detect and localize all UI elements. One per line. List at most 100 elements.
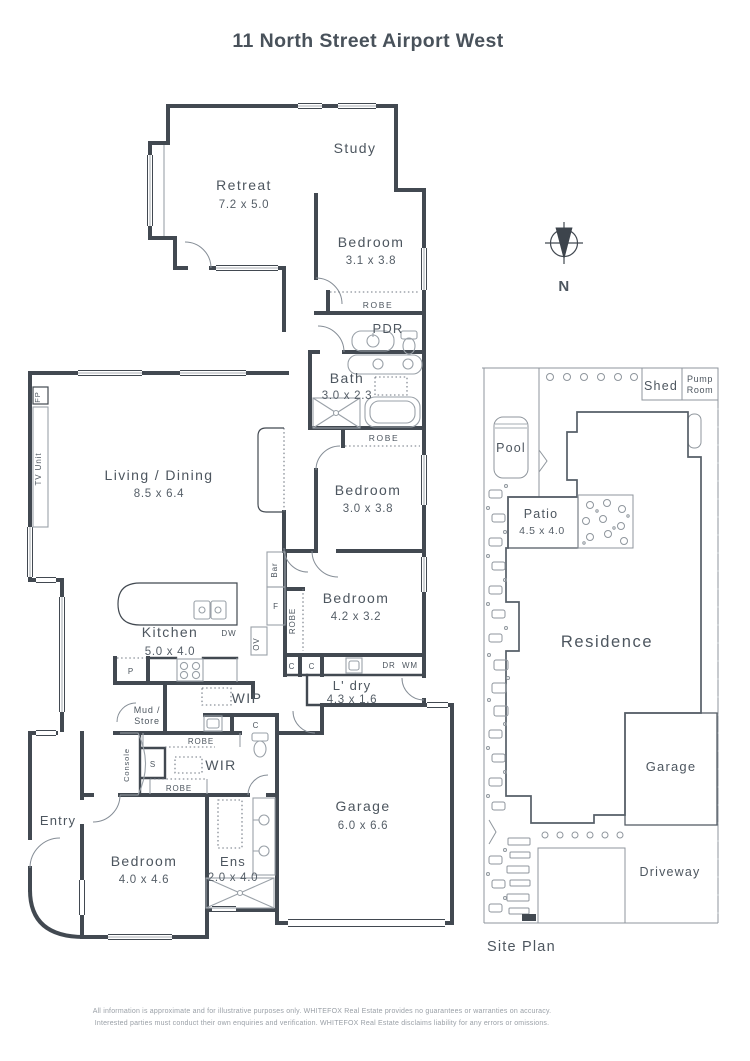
pump-room-outline: [681, 367, 719, 401]
site-plan-caption: Site Plan: [487, 939, 556, 955]
pool-fence: [538, 368, 548, 497]
dims-bedroom4: 4.0 x 4.6: [119, 874, 169, 886]
label-pantry: P: [128, 667, 134, 676]
label-pump-room-2: Room: [687, 385, 713, 395]
label-pool: Pool: [496, 441, 526, 455]
compass-north-label: N: [558, 278, 569, 295]
cooktop: [176, 658, 204, 682]
label-console: Console: [122, 748, 131, 782]
kitchen-sink: [193, 600, 227, 620]
dims-bedroom1: 3.1 x 3.8: [346, 255, 396, 267]
patio-outline: [507, 496, 579, 549]
label-bedroom2: Bedroom: [335, 482, 402, 498]
disclaimer-line-2: Interested parties must conduct their ow…: [94, 1019, 550, 1027]
dims-retreat: 7.2 x 5.0: [219, 199, 269, 211]
floorplan-labels: Study Retreat 7.2 x 5.0 Bedroom 3.1 x 3.…: [33, 140, 417, 886]
label-robe-bed3: ROBE: [288, 608, 297, 634]
window: [59, 597, 65, 712]
label-site-garage: Garage: [646, 759, 697, 774]
disclaimer: All information is approximate and for i…: [93, 1006, 552, 1029]
label-sink: S: [150, 760, 156, 769]
dims-laundry: 4.3 x 1.6: [327, 694, 377, 706]
window: [298, 103, 322, 109]
label-bar: Bar: [270, 562, 279, 577]
window: [427, 702, 448, 708]
label-study: Study: [334, 140, 377, 156]
label-robe-bed1: ROBE: [363, 300, 394, 310]
label-oven: OV: [252, 637, 261, 650]
dims-patio: 4.5 x 4.0: [519, 525, 565, 537]
bath-vanity: [347, 354, 423, 375]
shower: [312, 397, 361, 429]
fixtures: [32, 145, 423, 909]
robe-dotted-lines: [117, 291, 420, 849]
label-bedroom1: Bedroom: [338, 234, 405, 250]
washing-machine: [345, 657, 363, 674]
pdr-vanity: [351, 330, 395, 352]
dims-garage: 6.0 x 6.6: [338, 820, 388, 832]
window: [36, 730, 56, 736]
label-bath: Bath: [330, 370, 364, 386]
label-bedroom3: Bedroom: [323, 590, 390, 606]
bathtub: [364, 396, 421, 428]
pool-outline: [493, 416, 529, 479]
label-cupboard-3: C: [253, 721, 260, 730]
window: [212, 906, 236, 912]
label-tv-unit: TV Unit: [34, 453, 43, 486]
dims-living-dining: 8.5 x 6.4: [134, 488, 184, 500]
dims-kitchen: 5.0 x 4.0: [145, 646, 195, 658]
garage-door: [288, 919, 445, 927]
pebble-area: [577, 494, 634, 549]
dims-bedroom2: 3.0 x 3.8: [343, 503, 393, 515]
laundry-trough: [203, 715, 223, 732]
label-robe-wir-bottom: ROBE: [166, 784, 192, 793]
window: [79, 880, 85, 915]
label-dryer: DR: [382, 661, 395, 670]
dims-bedroom3: 4.2 x 3.2: [331, 611, 381, 623]
site-garage-outline: [624, 712, 718, 826]
label-kitchen: Kitchen: [142, 624, 199, 640]
label-mud-line1: Mud /: [134, 705, 161, 715]
label-shed: Shed: [644, 379, 678, 393]
label-living-dining: Living / Dining: [105, 467, 214, 483]
dims-ensuite: 2.0 x 4.0: [208, 872, 258, 884]
label-robe-bed2: ROBE: [369, 433, 400, 443]
label-driveway: Driveway: [640, 865, 701, 879]
label-cupboard-1: C: [289, 662, 296, 671]
label-pdr: PDR: [372, 321, 403, 336]
driveway-area: [537, 831, 626, 924]
label-dishwasher: DW: [221, 629, 236, 638]
window: [78, 370, 142, 376]
wc-toilet: [251, 732, 269, 758]
console: [120, 732, 146, 796]
paving-dark-step: [522, 914, 536, 921]
pdr-toilet: [400, 330, 418, 355]
label-bedroom4: Bedroom: [111, 853, 178, 869]
ens-shower: [205, 877, 275, 909]
fireplace: [32, 386, 49, 405]
label-residence: Residence: [561, 633, 653, 651]
windows: [27, 103, 448, 940]
water-tank: [687, 413, 702, 449]
window: [421, 248, 427, 290]
plant-row: [546, 373, 638, 381]
label-fireplace: FP: [33, 391, 42, 402]
site-plan: Shed Pump Room Pool Patio 4.5 x 4.0 Resi…: [482, 367, 719, 955]
label-pump-room-1: Pump: [687, 374, 713, 384]
label-fridge: F: [273, 602, 279, 611]
window: [216, 265, 278, 271]
living-cupboard: [257, 427, 284, 513]
label-ensuite: Ens: [220, 854, 246, 869]
disclaimer-line-1: All information is approximate and for i…: [92, 1008, 552, 1015]
window: [36, 577, 56, 583]
label-robe-wir-top: ROBE: [188, 737, 214, 746]
site-plan-labels: Shed Pump Room Pool Patio 4.5 x 4.0 Resi…: [487, 374, 713, 955]
tv-unit: [32, 406, 49, 528]
label-wip: WIP: [232, 690, 263, 706]
page-title: 11 North Street Airport West: [232, 30, 504, 52]
compass: N: [545, 222, 583, 295]
label-garage: Garage: [335, 798, 390, 814]
label-laundry: L' dry: [333, 678, 372, 693]
